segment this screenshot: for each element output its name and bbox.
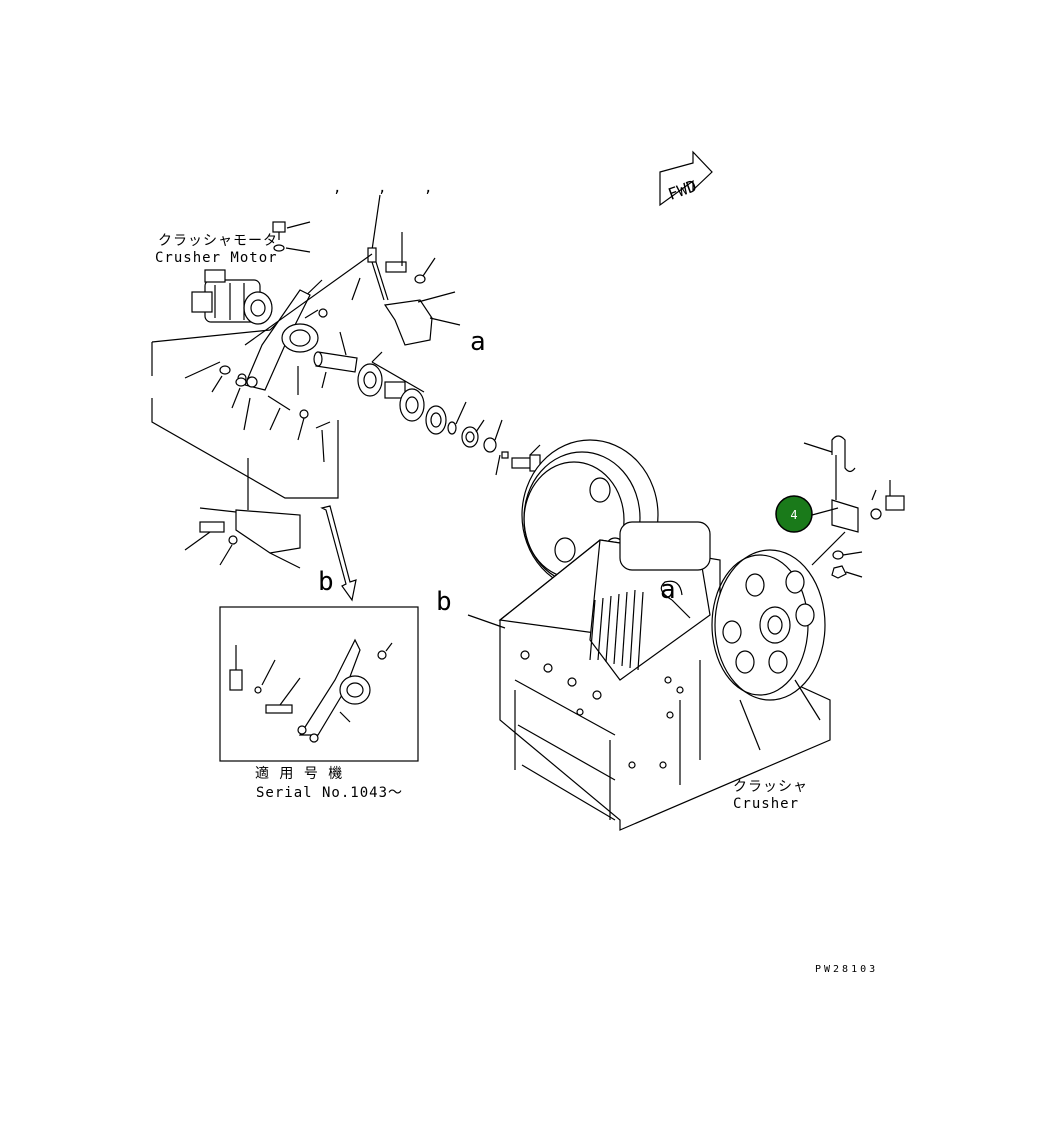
- bolt-icon: [511, 444, 541, 472]
- crusher-motor-label-jp: クラッシャモータ: [158, 233, 278, 249]
- crusher-body-icon: [498, 439, 831, 831]
- serial-label-jp: 適 用 号 機: [255, 765, 343, 782]
- crusher-label-en: Crusher: [733, 796, 799, 812]
- reference-a-mid: a: [660, 575, 676, 605]
- reference-b-left: b: [318, 567, 334, 597]
- serial-label-en: Serial No.1043～: [256, 785, 403, 801]
- bolt-icon: [272, 221, 311, 253]
- bracket-b-icon: [199, 507, 301, 569]
- fwd-arrow-icon: FWD: [659, 150, 713, 207]
- linkage-arm-icon: [237, 289, 319, 391]
- shaft-icon: [313, 331, 358, 389]
- detail-box: [219, 606, 419, 762]
- drawing-code: PW28103: [815, 964, 878, 975]
- crusher-motor-icon: [191, 269, 273, 325]
- crusher-label-jp: クラッシャ: [733, 779, 808, 795]
- callout-4-number: 4: [790, 508, 797, 522]
- crusher-motor-label-en: Crusher Motor: [155, 250, 278, 266]
- bracket-icon: [383, 291, 461, 346]
- svg-text:,: ,: [424, 180, 432, 196]
- detail-arrow-icon: [320, 505, 357, 602]
- svg-text:,: ,: [333, 180, 341, 196]
- part-4-bracket-icon: [803, 435, 905, 579]
- detail-linkage-icon: [229, 638, 393, 743]
- callout-4-badge[interactable]: 4: [775, 495, 813, 533]
- rod-icon: [244, 194, 389, 346]
- bearing-set-icon: [357, 351, 503, 453]
- svg-text:,: ,: [378, 180, 386, 196]
- fwd-label: FWD: [665, 176, 699, 204]
- hook-icon: [660, 580, 691, 619]
- reference-a-top: a: [470, 327, 486, 357]
- reference-b-mid: b: [436, 587, 452, 617]
